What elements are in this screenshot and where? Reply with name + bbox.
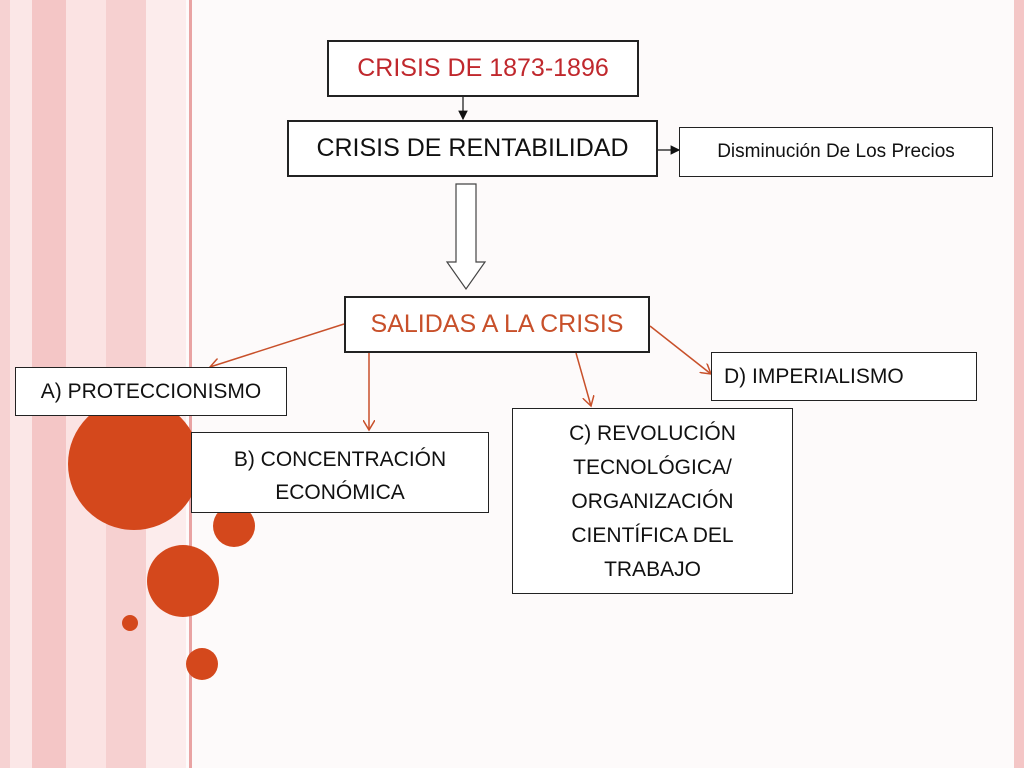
salidas-crisis-box: SALIDAS A LA CRISIS xyxy=(344,296,650,353)
crisis-title-text: CRISIS DE 1873-1896 xyxy=(357,54,609,82)
imperialismo-text: D) IMPERIALISMO xyxy=(724,364,904,388)
revolucion-line: TECNOLÓGICA/ xyxy=(573,456,732,479)
imperialismo-box: D) IMPERIALISMO xyxy=(711,352,977,401)
revolucion-line: TRABAJO xyxy=(604,558,701,581)
decorative-circle xyxy=(122,615,138,631)
background-stripe xyxy=(0,0,10,768)
arrow-salidas-to-imperialismo xyxy=(649,325,711,374)
disminucion-precios-box: Disminución De Los Precios xyxy=(679,127,993,177)
crisis-rentabilidad-text: CRISIS DE RENTABILIDAD xyxy=(316,134,629,162)
crisis-rentabilidad-box: CRISIS DE RENTABILIDAD xyxy=(287,120,658,177)
disminucion-precios-text: Disminución De Los Precios xyxy=(717,141,955,162)
proteccionismo-text: A) PROTECCIONISMO xyxy=(40,379,262,403)
revolucion-line: C) REVOLUCIÓN xyxy=(569,422,736,445)
arrow-salidas-to-revolucion xyxy=(575,352,591,406)
decorative-circle xyxy=(186,648,218,680)
revolucion-tecnologica-box: C) REVOLUCIÓN TECNOLÓGICA/ ORGANIZACIÓN … xyxy=(512,408,793,594)
hollow-down-arrow xyxy=(445,183,487,291)
background-stripe xyxy=(1014,0,1024,768)
proteccionismo-box: A) PROTECCIONISMO xyxy=(15,367,287,416)
decorative-circle xyxy=(147,545,219,617)
concentracion-economica-box: B) CONCENTRACIÓN ECONÓMICA xyxy=(191,432,489,513)
concentracion-line: ECONÓMICA xyxy=(275,481,405,504)
concentracion-line: B) CONCENTRACIÓN xyxy=(233,448,447,471)
salidas-crisis-text: SALIDAS A LA CRISIS xyxy=(370,310,624,338)
revolucion-line: CIENTÍFICA DEL xyxy=(571,524,734,547)
revolucion-line: ORGANIZACIÓN xyxy=(571,490,734,513)
decorative-circle-large xyxy=(68,398,200,530)
arrow-salidas-to-proteccionismo xyxy=(210,323,345,367)
crisis-title-box: CRISIS DE 1873-1896 xyxy=(327,40,639,97)
